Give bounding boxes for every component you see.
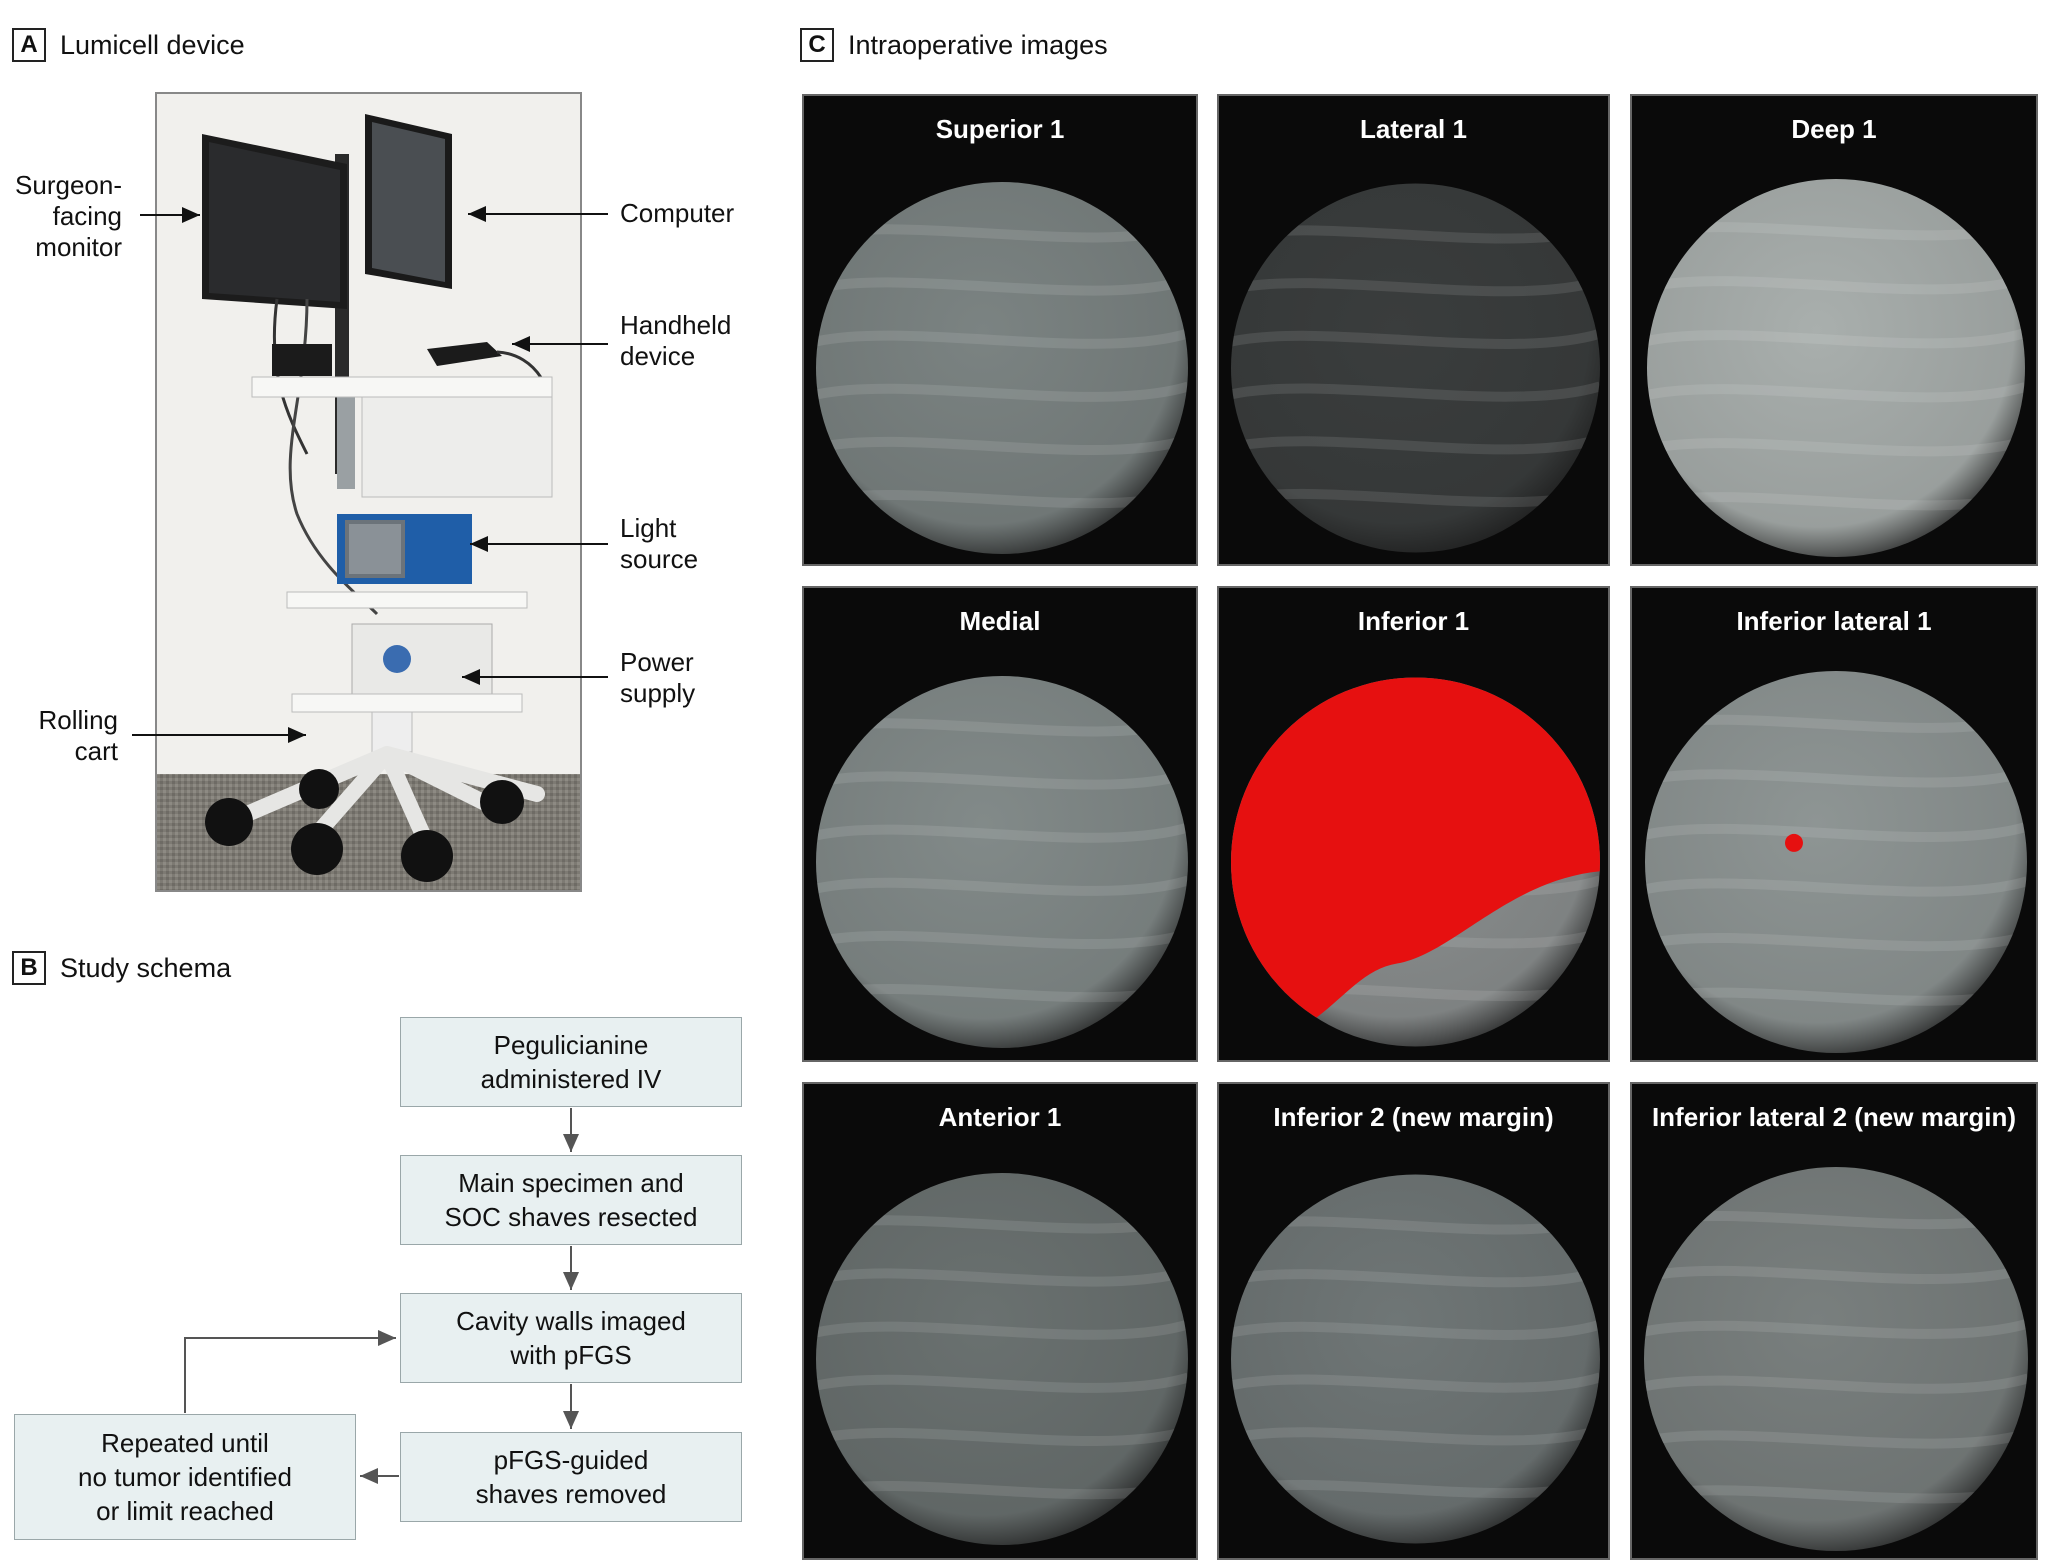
image-tile: Anterior 1	[802, 1082, 1198, 1560]
image-tile: Deep 1	[1630, 94, 2038, 566]
panel-c-header: C Intraoperative images	[800, 28, 1108, 62]
tissue-image	[816, 1173, 1188, 1545]
field-of-view	[1231, 183, 1600, 553]
flow-step-1: Pegulicianine administered IV	[400, 1017, 742, 1107]
panel-b-title: Study schema	[60, 952, 232, 983]
tile-title: Inferior lateral 1	[1736, 606, 1932, 636]
panel-a-title: Lumicell device	[60, 29, 245, 60]
fluorescence-spot	[1784, 833, 1803, 852]
field-of-view	[816, 1173, 1188, 1545]
field-of-view	[816, 182, 1188, 554]
flow-loop-box: Repeated until no tumor identified or li…	[14, 1414, 356, 1540]
panel-a-letter: A	[12, 28, 46, 62]
fluorescence-signal	[1231, 677, 1600, 1047]
panel-b-letter: B	[12, 951, 46, 985]
field-of-view	[1647, 179, 2025, 557]
tissue-image	[1231, 183, 1600, 553]
tissue-image	[1231, 677, 1600, 1047]
image-tile: Inferior 1	[1217, 586, 1610, 1062]
flow-step-4: pFGS-guided shaves removed	[400, 1432, 742, 1522]
tissue-image	[1647, 179, 2025, 557]
tile-title: Inferior 2 (new margin)	[1273, 1102, 1554, 1132]
panel-b-header: B Study schema	[12, 951, 231, 985]
callout-handheld: Handheld device	[620, 310, 732, 371]
panel-a-header: A Lumicell device	[12, 28, 245, 62]
tile-title: Anterior 1	[938, 1102, 1062, 1132]
image-tile: Superior 1	[802, 94, 1198, 566]
callout-power-supply: Power supply	[620, 647, 696, 708]
image-tile: Inferior lateral 2 (new margin)	[1630, 1082, 2038, 1560]
callout-arrows	[132, 206, 608, 743]
callout-light-source: Light source	[620, 513, 699, 574]
field-of-view	[1644, 1167, 2028, 1551]
field-of-view	[1231, 1174, 1600, 1544]
tile-title: Medial	[959, 606, 1041, 636]
field-of-view	[1645, 671, 2027, 1053]
flow-step-2: Main specimen and SOC shaves resected	[400, 1155, 742, 1245]
image-tile: Inferior 2 (new margin)	[1217, 1082, 1610, 1560]
image-tile: Lateral 1	[1217, 94, 1610, 566]
image-tile: Medial	[802, 586, 1198, 1062]
panel-c-letter: C	[800, 28, 834, 62]
panel-c-title: Intraoperative images	[848, 29, 1108, 60]
tile-title: Inferior lateral 2 (new margin)	[1651, 1102, 2017, 1132]
callout-rolling-cart: Rolling cart	[38, 705, 119, 766]
tile-title: Deep 1	[1791, 114, 1877, 144]
tile-title: Superior 1	[935, 114, 1065, 144]
field-of-view	[816, 676, 1188, 1048]
callout-monitor: Surgeon- facing monitor	[15, 170, 122, 262]
device-photo	[155, 92, 582, 892]
tissue-image	[816, 676, 1188, 1048]
tile-title: Inferior 1	[1357, 606, 1470, 636]
flow-arrows	[184, 1108, 579, 1484]
tissue-image	[1645, 671, 2027, 1053]
tissue-image	[1644, 1167, 2028, 1551]
tissue-image	[1231, 1174, 1600, 1544]
tissue-image	[816, 182, 1188, 554]
tile-title: Lateral 1	[1360, 114, 1467, 144]
flow-step-3: Cavity walls imaged with pFGS	[400, 1293, 742, 1383]
image-tile: Inferior lateral 1	[1630, 586, 2038, 1062]
device-illustration	[157, 94, 580, 890]
callout-computer: Computer	[620, 198, 735, 228]
